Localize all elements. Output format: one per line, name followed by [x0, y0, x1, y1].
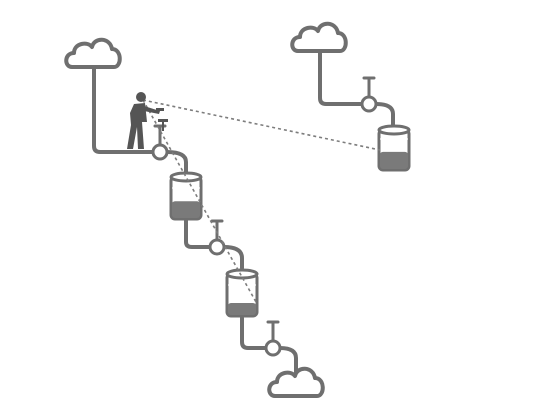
pipe-lower-valve-to-sink-cloud	[278, 346, 298, 374]
valve-icon	[360, 76, 378, 113]
valve-icon	[151, 124, 169, 161]
storage-tank-icon	[377, 124, 411, 172]
storage-tank-icon	[169, 171, 203, 221]
surveyor-person-icon	[127, 92, 168, 149]
pipe-right-source	[318, 50, 364, 106]
cloud-icon	[64, 37, 122, 69]
pipe-left-source	[92, 64, 157, 154]
sight-line-to-right-tank	[142, 99, 381, 151]
cloud-icon	[290, 21, 348, 53]
pipe-middle-tank-to-valve	[184, 218, 212, 249]
pipe-lower-tank-to-valve	[240, 316, 268, 350]
valve-icon	[208, 219, 226, 256]
storage-tank-icon	[225, 268, 259, 318]
pipe-mid-valve-to-lower-tank	[222, 245, 244, 270]
tank-liquid	[172, 201, 200, 218]
tank-liquid	[380, 151, 408, 169]
tank-liquid	[228, 303, 256, 315]
sight-line-to-lower-tank	[142, 99, 257, 303]
cloud-icon	[267, 366, 325, 398]
pipe-right-valve-to-tank	[374, 102, 395, 128]
pipe-left-valve-to-middle-tank	[165, 150, 188, 176]
valve-icon	[264, 320, 282, 357]
